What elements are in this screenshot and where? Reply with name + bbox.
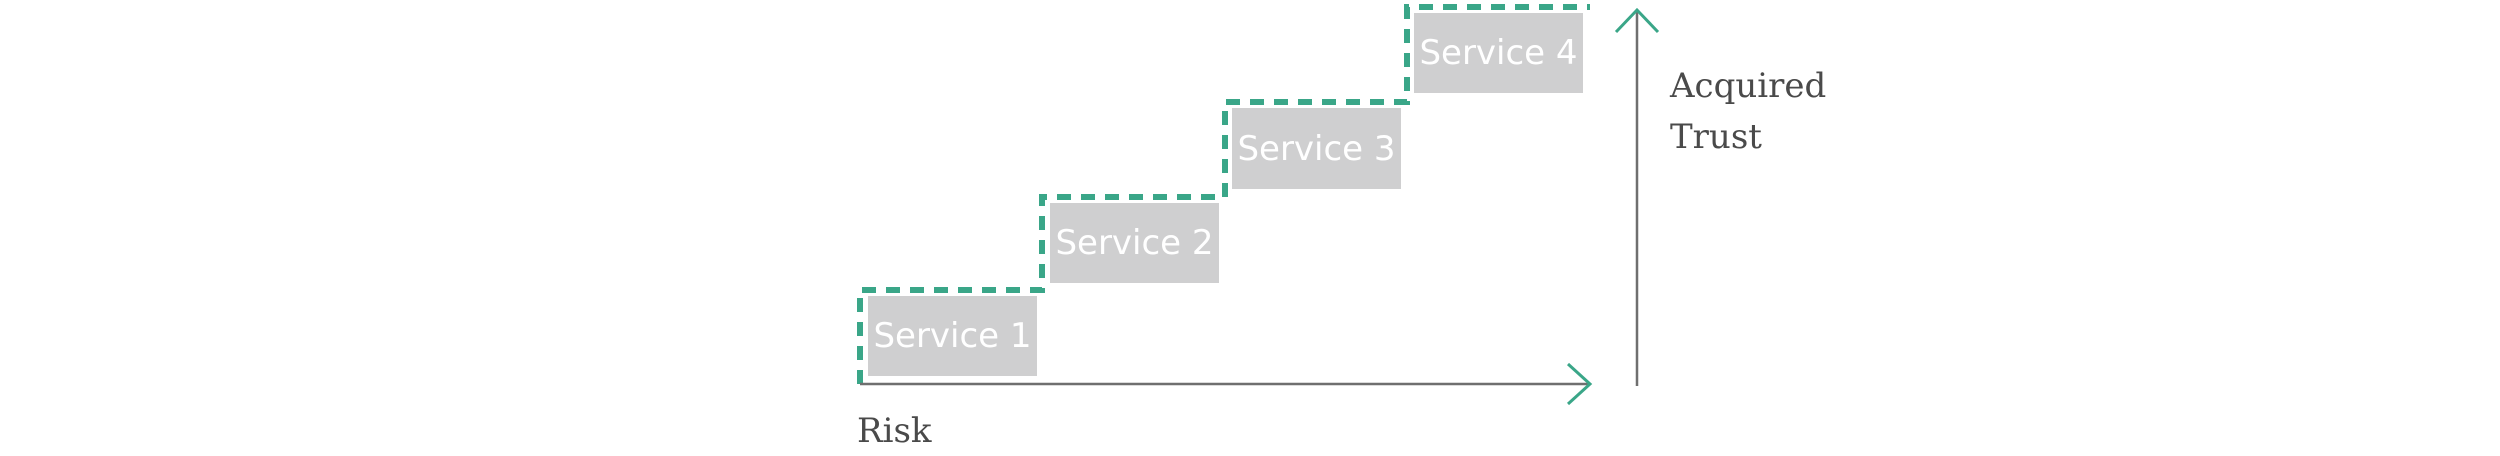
y-axis-arrowhead [1614, 7, 1660, 34]
service-1-label: Service 1 [873, 316, 1032, 356]
service-3-box: Service 3 [1232, 108, 1401, 189]
staircase-dashed-outline [857, 4, 1590, 384]
service-4-box: Service 4 [1414, 13, 1583, 93]
service-1-box: Service 1 [868, 296, 1037, 376]
service-2-box: Service 2 [1050, 203, 1219, 283]
x-axis-label: Risk [857, 411, 932, 451]
y-axis-label-line-1: Acquired [1670, 66, 1827, 106]
service-2-label: Service 2 [1055, 223, 1214, 263]
x-axis-arrowhead [1566, 362, 1593, 406]
service-3-label: Service 3 [1237, 128, 1396, 169]
service-4-label: Service 4 [1419, 33, 1578, 73]
y-axis-label-line-2: Trust [1670, 117, 1762, 157]
